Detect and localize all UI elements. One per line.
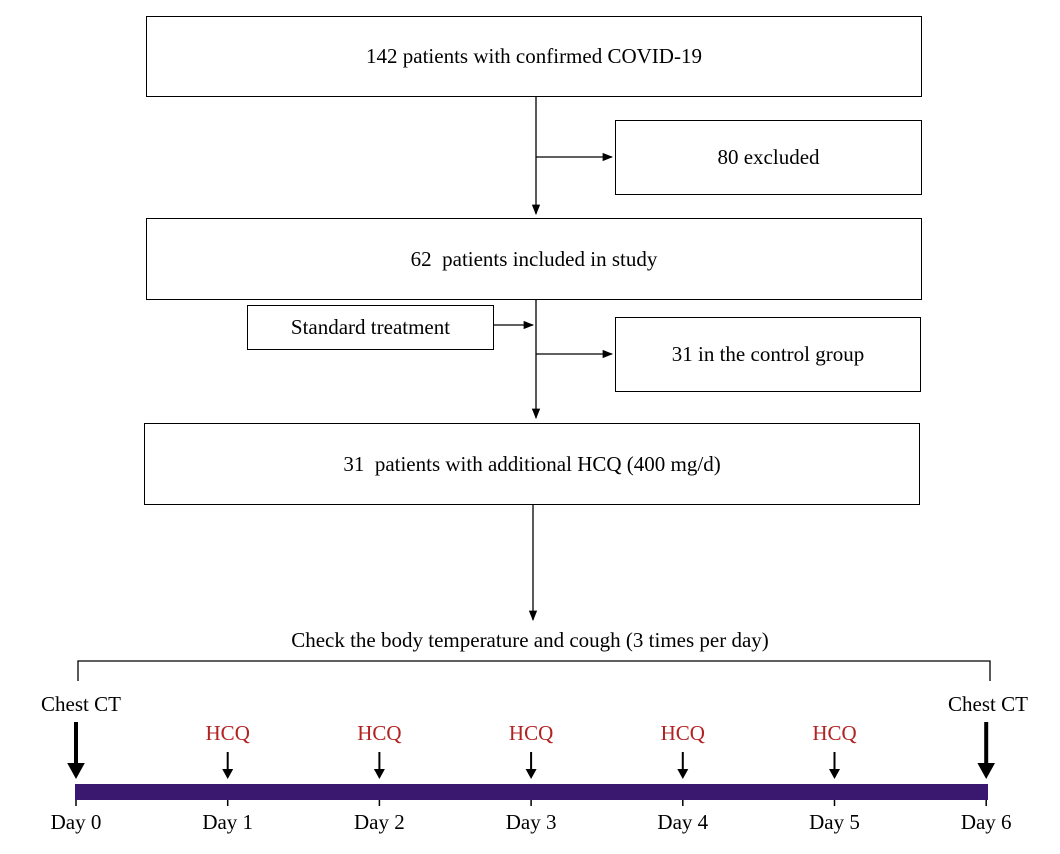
hcq-dose-label: HCQ (660, 721, 705, 745)
day-label: Day 3 (505, 810, 557, 834)
timeline-bar (75, 784, 988, 800)
box-confirmed-patients: 142 patients with confirmed COVID-19 (146, 16, 922, 97)
box-hcq-text: 31 patients with additional HCQ (400 mg/… (343, 451, 721, 476)
check-label: Check the body temperature and cough (3 … (291, 628, 769, 652)
hcq-dose-arrow (373, 752, 385, 779)
chest-ct-arrow (67, 722, 85, 779)
box-included-study: 62 patients included in study (146, 218, 922, 300)
box-confirmed-text: 142 patients with confirmed COVID-19 (366, 44, 702, 68)
hcq-dose-arrow (525, 752, 537, 779)
hcq-dose-label: HCQ (357, 721, 402, 745)
box-standard-treatment: Standard treatment (247, 305, 494, 350)
hcq-dose-arrow (222, 752, 234, 779)
box-excluded-text: 80 excluded (717, 145, 820, 169)
chest-ct-start-label: Chest CT (41, 692, 121, 716)
chest-ct-arrow (977, 722, 995, 779)
day-label: Day 4 (657, 810, 709, 834)
box-included-text: 62 patients included in study (410, 246, 658, 271)
day-label: Day 0 (50, 810, 102, 834)
timeline-ticks (75, 800, 987, 806)
day-label: Day 1 (202, 810, 254, 834)
day-label: Day 5 (809, 810, 860, 834)
day-label: Day 2 (354, 810, 405, 834)
timeline-bracket (77, 660, 991, 681)
box-hcq-group: 31 patients with additional HCQ (400 mg/… (144, 423, 920, 505)
box-standard-text: Standard treatment (290, 315, 451, 339)
chest-ct-end-label: Chest CT (948, 692, 1028, 716)
hcq-dose-arrow (829, 752, 840, 779)
hcq-dose-label: HCQ (812, 721, 857, 745)
box-control-group: 31 in the control group (615, 317, 921, 392)
hcq-dose-arrow (677, 752, 689, 779)
hcq-dose-label: HCQ (205, 721, 250, 745)
box-control-text: 31 in the control group (671, 342, 865, 366)
day-label: Day 6 (960, 810, 1012, 834)
timeline-arrows (67, 722, 995, 779)
hcq-dose-label: HCQ (508, 721, 554, 745)
box-excluded: 80 excluded (615, 120, 922, 195)
